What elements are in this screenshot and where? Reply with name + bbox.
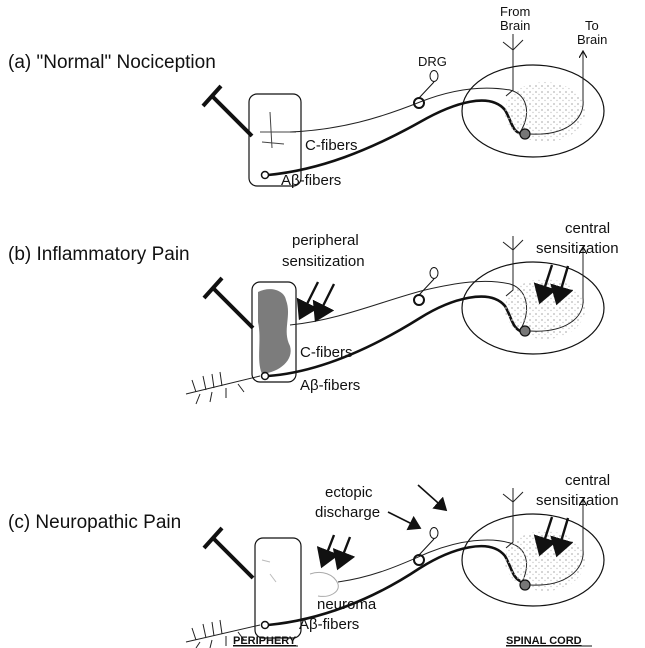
dorsal-horn-neuron bbox=[520, 580, 530, 590]
from-brain-label-1: From bbox=[500, 4, 530, 19]
peripheral-sens-label-1: peripheral bbox=[292, 232, 359, 249]
ectopic-label-2: discharge bbox=[315, 504, 380, 521]
ab-fiber-line bbox=[268, 297, 522, 376]
from-brain-label-2: Brain bbox=[500, 18, 530, 33]
ab-fiber-ending bbox=[262, 622, 269, 629]
ectopic-arrow-to-neuroma bbox=[338, 537, 350, 568]
peripheral-sensitization-arrow bbox=[316, 284, 334, 320]
c-fiber-terminals bbox=[260, 112, 296, 148]
neuroma-label: neuroma bbox=[317, 596, 377, 613]
drg-soma bbox=[414, 295, 424, 305]
ectopic-arrow-to-drg bbox=[418, 485, 446, 510]
c-fibers-label: C-fibers bbox=[300, 344, 353, 361]
drg-soma bbox=[414, 98, 424, 108]
spinal-cord-label: SPINAL CORD bbox=[506, 635, 582, 647]
central-sens-label-1: central bbox=[565, 472, 610, 489]
dorsal-horn-neuron bbox=[520, 129, 530, 139]
dorsal-horn-stipple bbox=[505, 82, 585, 142]
to-brain-label-1: To bbox=[585, 18, 599, 33]
panel-b-title: (b) Inflammatory Pain bbox=[8, 244, 190, 265]
to-brain-label-2: Brain bbox=[577, 32, 607, 47]
ab-fibers-label: Aβ-fibers bbox=[299, 616, 359, 633]
ectopic-arrow-to-drg bbox=[388, 512, 420, 528]
sprouting-terminals bbox=[186, 372, 260, 404]
c-fiber-line bbox=[290, 88, 527, 132]
panel-b: (b) Inflammatory Pain peripheral sensiti… bbox=[8, 220, 619, 404]
neuroma-stub bbox=[310, 572, 338, 596]
panel-a-title: (a) "Normal" Nociception bbox=[8, 52, 216, 73]
ectopic-label-1: ectopic bbox=[325, 484, 373, 501]
panel-c: (c) Neuropathic Pain ectopic discharge c… bbox=[8, 472, 619, 648]
stimulus-pin-icon bbox=[213, 538, 253, 578]
c-fiber-line bbox=[338, 540, 527, 585]
c-fibers-label: C-fibers bbox=[305, 137, 358, 154]
panel-a: (a) "Normal" Nociception DRG From Brain … bbox=[8, 4, 607, 189]
ab-fiber-line bbox=[268, 546, 522, 625]
drg-label: DRG bbox=[418, 54, 447, 69]
drg-cell-icon bbox=[430, 528, 438, 539]
ab-fiber-ending bbox=[262, 172, 269, 179]
c-fiber-line bbox=[290, 281, 527, 330]
dorsal-horn-neuron bbox=[520, 326, 530, 336]
stimulus-pin-icon bbox=[213, 288, 253, 328]
central-sens-label-2: sensitization bbox=[536, 492, 619, 509]
ab-fibers-label: Aβ-fibers bbox=[300, 377, 360, 394]
inflamed-tissue bbox=[258, 289, 291, 374]
panel-c-title: (c) Neuropathic Pain bbox=[8, 512, 181, 533]
drg-cell-icon bbox=[430, 71, 438, 82]
central-sens-label-1: central bbox=[565, 220, 610, 237]
peripheral-sens-label-2: sensitization bbox=[282, 253, 365, 270]
peripheral-sensitization-arrow bbox=[300, 282, 318, 318]
periphery-label: PERIPHERY bbox=[233, 635, 297, 647]
ab-fibers-label: Aβ-fibers bbox=[281, 172, 341, 189]
ectopic-arrow-to-neuroma bbox=[322, 535, 334, 566]
stimulus-pin-icon bbox=[212, 96, 252, 136]
from-brain-fiber bbox=[503, 34, 523, 96]
degenerated-terminals bbox=[262, 560, 276, 582]
central-sens-label-2: sensitization bbox=[536, 240, 619, 257]
drg-cell-icon bbox=[430, 268, 438, 279]
